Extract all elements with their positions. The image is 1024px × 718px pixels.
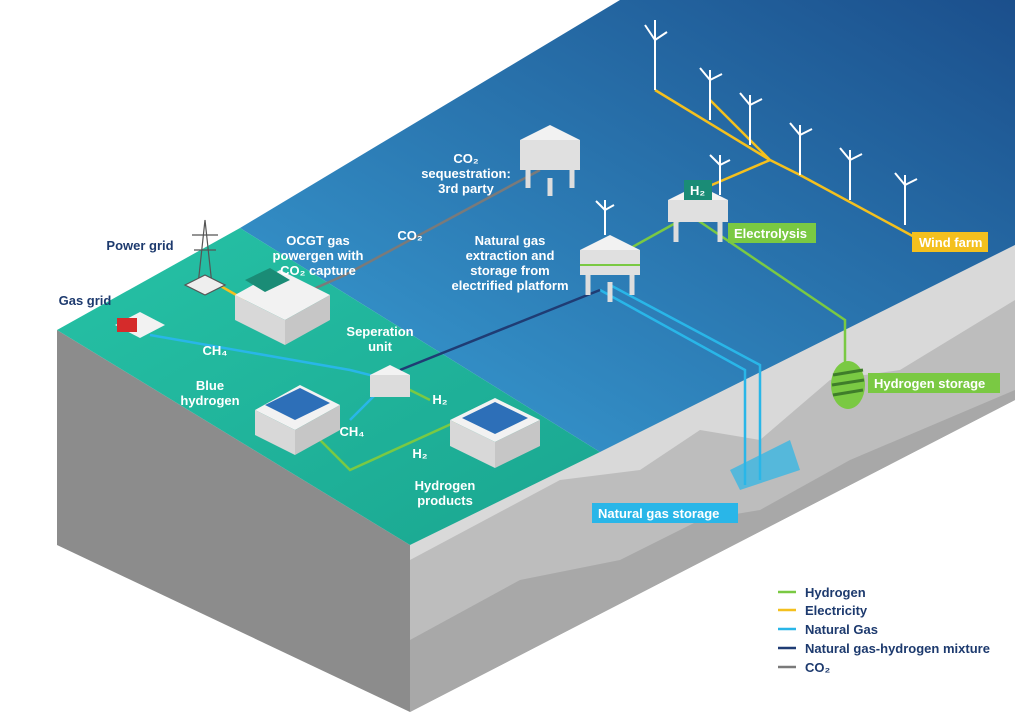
legend-item-hydrogen: Hydrogen xyxy=(778,585,866,600)
natural-gas-platform-label: Natural gas extraction and storage from … xyxy=(451,233,568,293)
electrolysis-label: Electrolysis xyxy=(734,226,807,241)
svg-text:storage from: storage from xyxy=(470,263,549,278)
co2-sequestration-platform xyxy=(520,125,580,196)
natural-gas-platform xyxy=(580,235,640,302)
legend-item-mixture: Natural gas-hydrogen mixture xyxy=(778,641,990,656)
natural-gas-line xyxy=(149,283,762,485)
hydrogen-line xyxy=(319,213,847,472)
svg-text:CO₂: CO₂ xyxy=(453,151,479,166)
land-surface xyxy=(57,228,600,545)
svg-text:Natural gas: Natural gas xyxy=(475,233,546,248)
separation-unit xyxy=(370,365,410,397)
legend-item-natural-gas: Natural Gas xyxy=(778,622,878,637)
blue-hydrogen-label: Blue hydrogen xyxy=(180,378,239,408)
co2-sequestration-label: CO₂ sequestration: 3rd party xyxy=(421,151,511,196)
legend-item-co2: CO₂ xyxy=(778,660,831,675)
svg-text:hydrogen: hydrogen xyxy=(180,393,239,408)
svg-text:unit: unit xyxy=(368,339,392,354)
rock-strata-dark xyxy=(410,390,1015,712)
svg-text:extraction and: extraction and xyxy=(466,248,555,263)
svg-text:sequestration:: sequestration: xyxy=(421,166,511,181)
legend-item-electricity: Electricity xyxy=(778,603,868,618)
power-grid-label: Power grid xyxy=(106,238,173,253)
svg-text:powergen with: powergen with xyxy=(273,248,364,263)
electrolysis-platform: H₂ xyxy=(668,180,728,242)
natural-gas-storage-tag xyxy=(592,503,738,523)
gas-grid-station xyxy=(115,312,165,338)
sea-surface xyxy=(240,0,1015,452)
ch4-top-label: CH₄ xyxy=(203,343,228,358)
h2-bottom-label: H₂ xyxy=(412,446,427,461)
mixture-line xyxy=(399,288,601,372)
hydrogen-storage-tag xyxy=(868,373,1000,393)
ocgt-label: OCGT gas powergen with CO₂ capture xyxy=(273,233,364,278)
hydrogen-storage-reservoir xyxy=(831,361,865,409)
block-left-face xyxy=(57,330,410,712)
svg-text:products: products xyxy=(417,493,473,508)
svg-text:electrified platform: electrified platform xyxy=(451,278,568,293)
hydrogen-products-label: Hydrogen products xyxy=(415,478,476,508)
gas-grid-label: Gas grid xyxy=(59,293,112,308)
separation-unit-label: Seperation unit xyxy=(346,324,413,354)
svg-text:OCGT gas: OCGT gas xyxy=(286,233,350,248)
wind-turbines xyxy=(595,20,918,235)
power-grid-pylon xyxy=(183,219,227,296)
legend: Hydrogen Electricity Natural Gas Natural… xyxy=(778,585,990,675)
h2-top-label: H₂ xyxy=(432,392,447,407)
wind-farm-label: Wind farm xyxy=(919,235,982,250)
svg-text:Electricity: Electricity xyxy=(805,603,868,618)
blue-hydrogen-plant xyxy=(255,385,340,455)
electrolysis-tag xyxy=(728,223,816,243)
svg-text:CO₂: CO₂ xyxy=(805,660,831,675)
svg-text:3rd party: 3rd party xyxy=(438,181,494,196)
svg-text:CO₂ capture: CO₂ capture xyxy=(280,263,356,278)
svg-text:Hydrogen: Hydrogen xyxy=(805,585,866,600)
wind-farm-tag xyxy=(912,232,988,252)
natural-gas-storage-label: Natural gas storage xyxy=(598,506,719,521)
hydrogen-products-plant xyxy=(450,398,540,468)
svg-text:Hydrogen: Hydrogen xyxy=(415,478,476,493)
svg-text:Seperation: Seperation xyxy=(346,324,413,339)
co2-flow-label: CO₂ xyxy=(397,228,423,243)
svg-text:Natural Gas: Natural Gas xyxy=(805,622,878,637)
ocgt-power-plant xyxy=(235,268,330,345)
svg-text:Blue: Blue xyxy=(196,378,224,393)
hydrogen-storage-label: Hydrogen storage xyxy=(874,376,985,391)
electrolyser-badge: H₂ xyxy=(690,183,705,198)
natural-gas-reservoir xyxy=(730,440,800,490)
ch4-bottom-label: CH₄ xyxy=(340,424,365,439)
svg-text:Natural gas-hydrogen mixture: Natural gas-hydrogen mixture xyxy=(805,641,990,656)
